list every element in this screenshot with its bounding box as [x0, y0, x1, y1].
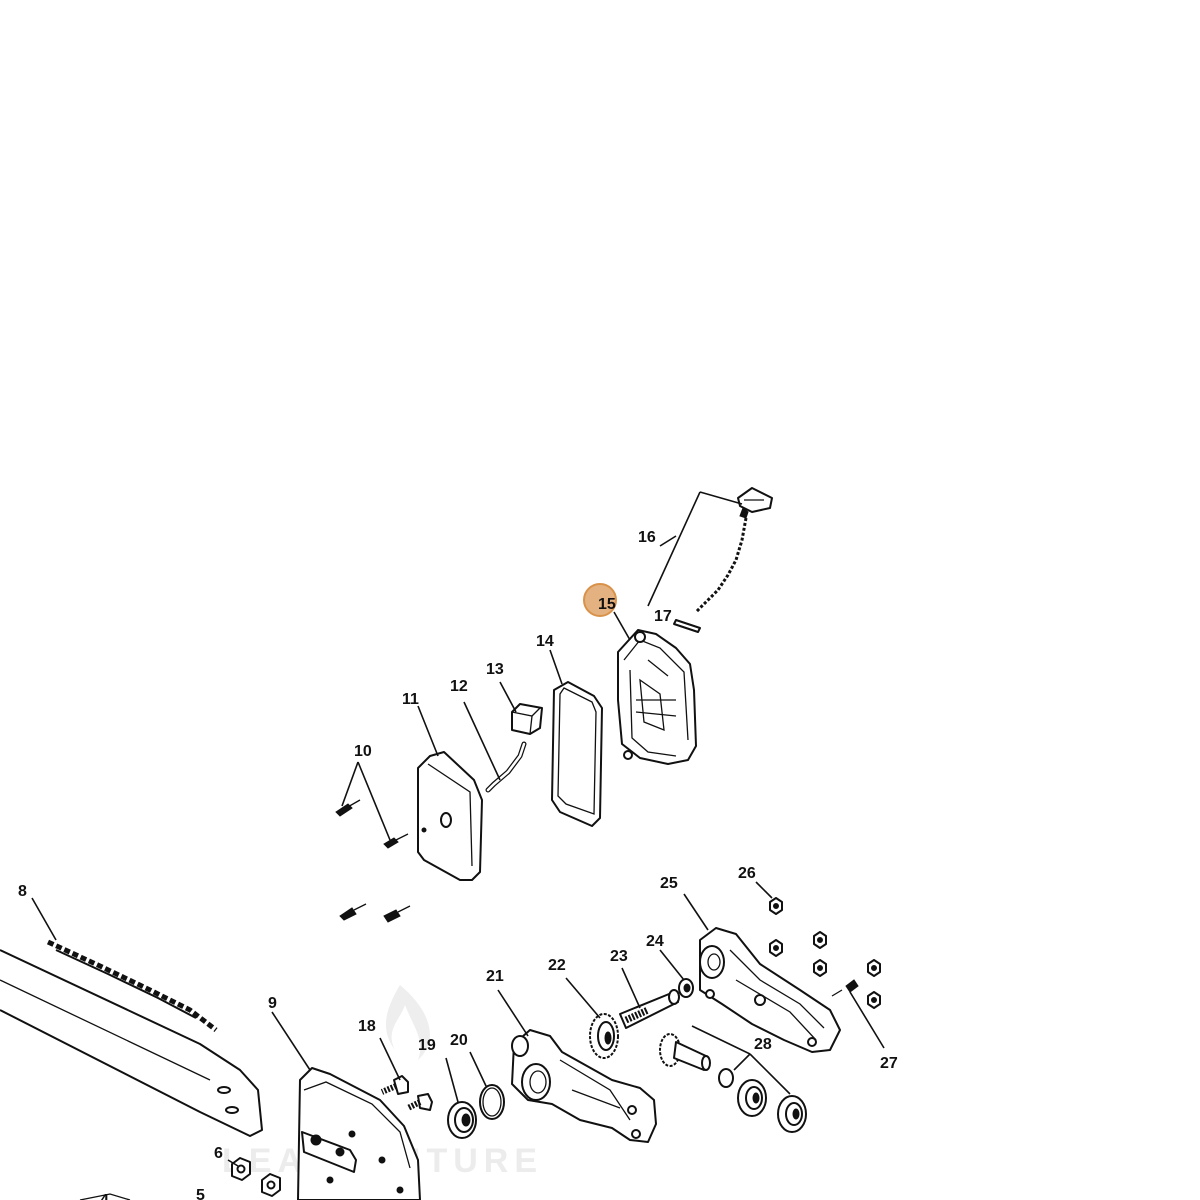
- part-24-bushing: [678, 978, 694, 998]
- callout-6[interactable]: 6: [214, 1145, 223, 1162]
- callout-18[interactable]: 18: [358, 1018, 376, 1035]
- part-18-bolts: [380, 1075, 433, 1111]
- callout-21[interactable]: 21: [486, 968, 504, 985]
- part-22-gear: [589, 1013, 619, 1059]
- callout-8[interactable]: 8: [18, 883, 27, 900]
- callout-11[interactable]: 11: [402, 691, 419, 708]
- leader-lines: [31, 491, 885, 1167]
- callout-19[interactable]: 19: [418, 1037, 436, 1054]
- guide-bar: [0, 949, 263, 1137]
- part-25-gear-cover: [699, 927, 841, 1053]
- part-4-fragment: [79, 1193, 131, 1200]
- callout-labels: 4 5 6 8 9 10 11 12 13 14 15 16 17 18 19 …: [18, 529, 898, 1200]
- callout-12[interactable]: 12: [450, 678, 468, 695]
- callout-14[interactable]: 14: [536, 633, 554, 650]
- part-19-bearing: [447, 1101, 477, 1139]
- part-10-screws: [335, 799, 411, 923]
- callout-9[interactable]: 9: [268, 995, 277, 1012]
- part-11-cover: [417, 751, 483, 881]
- part-23-drive-shaft: [619, 989, 680, 1029]
- callout-23[interactable]: 23: [610, 948, 628, 965]
- highlight-marker[interactable]: [583, 583, 617, 617]
- callout-24[interactable]: 24: [646, 933, 664, 950]
- part-20-o-ring: [479, 1084, 505, 1120]
- part-14-gasket: [551, 681, 603, 827]
- callout-27[interactable]: 27: [880, 1055, 898, 1072]
- callout-5[interactable]: 5: [196, 1187, 205, 1200]
- part-28-pinion-bearings: [659, 1033, 807, 1133]
- callout-13[interactable]: 13: [486, 661, 504, 678]
- callout-25[interactable]: 25: [660, 875, 678, 892]
- part-17-pin: [673, 619, 701, 633]
- part-27-screw: [831, 979, 859, 997]
- callout-20[interactable]: 20: [450, 1032, 468, 1049]
- part-21-gear-housing: [511, 1029, 657, 1143]
- callout-22[interactable]: 22: [548, 957, 566, 974]
- callout-16[interactable]: 16: [638, 529, 656, 546]
- callout-28[interactable]: 28: [754, 1036, 772, 1053]
- part-15-oil-tank-housing: [617, 629, 697, 765]
- part-9-side-plate: [297, 1067, 421, 1200]
- callout-4[interactable]: 4: [100, 1192, 109, 1200]
- part-12-spring-clip: [485, 741, 527, 793]
- part-16-oil-cap-dipstick: [694, 487, 773, 614]
- part-26-nuts: [769, 897, 881, 1009]
- callout-10[interactable]: 10: [354, 743, 372, 760]
- callout-17[interactable]: 17: [654, 608, 672, 625]
- part-13-filter: [511, 703, 543, 735]
- callout-15[interactable]: 15: [598, 596, 616, 613]
- part-8-saw-chain: [46, 939, 218, 1032]
- part-6-nut: [231, 1157, 281, 1197]
- callout-26[interactable]: 26: [738, 865, 756, 882]
